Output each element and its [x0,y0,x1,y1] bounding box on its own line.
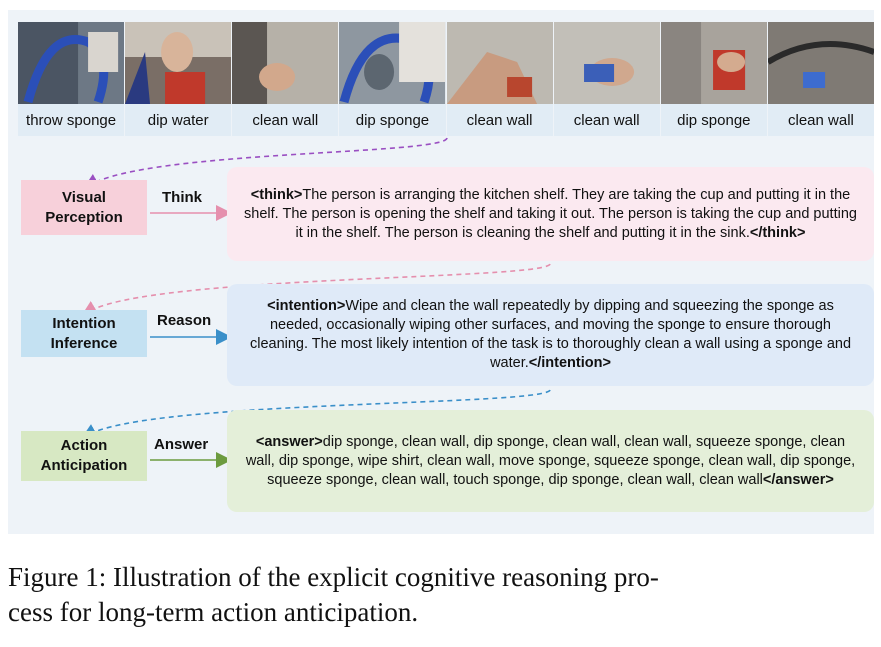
think-open-tag: <think> [250,186,303,203]
caption-line: cess for long-term action anticipation. [8,597,419,627]
stage-label: Visual [62,188,106,206]
frame-label: clean wall [446,104,553,136]
frame-image [553,22,660,104]
video-frames [18,22,874,104]
video-frame [767,22,874,104]
think-text: The person is arranging the kitchen shel… [244,186,857,241]
dashed-connector [83,137,448,190]
dashed-connector [81,389,551,439]
frame-label: dip sponge [339,104,446,136]
think-label: Think [162,189,202,206]
answer-label: Answer [154,436,209,453]
frame-label: dip sponge [660,104,767,136]
reason-label: Reason [157,312,212,329]
video-frame [18,22,125,104]
frame-label: clean wall [232,104,339,136]
frame-image [18,22,125,104]
frame-label: clean wall [553,104,660,136]
frame-image [660,22,767,104]
answer-open-tag: <answer> [255,433,323,450]
figure-caption: Figure 1: Illustration of the explicit c… [8,560,878,630]
stage-visual-perception: Visual Perception [21,180,147,235]
caption-line: Figure 1: Illustration of the explicit c… [8,562,659,592]
intention-open-tag: <intention> [267,298,346,314]
intention-box: <intention>Wipe and clean the wall repea… [227,284,874,386]
stage-label: Perception [45,208,123,226]
frame-label: dip water [125,104,232,136]
think-close-tag: </think> [749,224,806,241]
intention-text: Wipe and clean the wall repeatedly by di… [249,298,852,371]
answer-text: dip sponge, clean wall, dip sponge, clea… [245,433,856,488]
video-frame [125,22,232,104]
frame-image [767,22,874,104]
answer-box: <answer>dip sponge, clean wall, dip spon… [227,410,874,512]
frame-label: clean wall [767,104,874,136]
stage-label: Inference [50,334,118,352]
frame-label: throw sponge [18,104,125,136]
frame-image [339,22,446,104]
frame-image [125,22,232,104]
dashed-connector [81,263,551,317]
frame-label-row: throw sponge dip water clean wall dip sp… [18,104,874,136]
intention-close-tag: </intention> [528,355,611,371]
stage-label: Anticipation [40,457,128,474]
answer-close-tag: </answer> [762,471,834,488]
video-frame [446,22,553,104]
video-frame [553,22,660,104]
stage-action-anticipation: Action Anticipation [21,431,147,481]
video-frame [660,22,767,104]
think-box: <think>The person is arranging the kitch… [227,167,874,261]
frame-image [232,22,339,104]
stage-label: Intention [52,314,116,332]
frame-image [446,22,553,104]
stage-label: Action [60,437,108,454]
stage-intention-inference: Intention Inference [21,310,147,357]
video-frame [339,22,446,104]
video-frame [232,22,339,104]
